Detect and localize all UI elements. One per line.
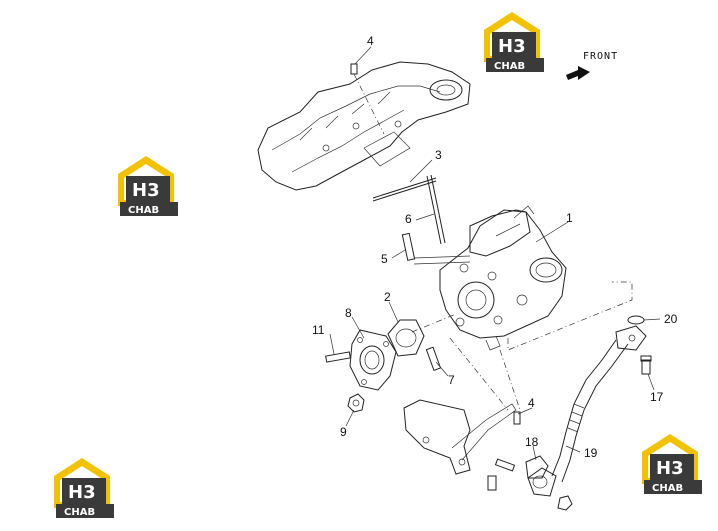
watermark-logo-bottom-left: H3 CHAB xyxy=(54,458,114,518)
stud-6 xyxy=(426,174,446,245)
callout-7: 7 xyxy=(448,373,455,387)
bolt-lower xyxy=(487,458,516,491)
stud-top xyxy=(350,63,385,135)
logo-brand: CHAB xyxy=(652,483,683,494)
callout-20: 20 xyxy=(664,312,678,326)
callout-4-lower: 4 xyxy=(528,396,535,410)
watermark-logo-top: H3 CHAB xyxy=(484,12,544,72)
alignment-lines xyxy=(411,281,633,411)
front-label: FRONT xyxy=(583,51,618,62)
stud-11 xyxy=(325,351,351,363)
callout-8: 8 xyxy=(345,306,352,320)
logo-mark: H3 xyxy=(498,36,526,57)
callout-6: 6 xyxy=(405,212,412,226)
callout-1: 1 xyxy=(566,211,573,225)
leader-lines xyxy=(329,46,661,461)
callout-2: 2 xyxy=(384,290,391,304)
gasket-18 xyxy=(525,455,549,479)
gasket xyxy=(387,319,425,357)
exhaust-manifold xyxy=(257,61,471,191)
logo-mark: H3 xyxy=(656,458,684,479)
bracket xyxy=(403,399,517,475)
logo-brand: CHAB xyxy=(128,205,159,216)
logo-mark: H3 xyxy=(68,482,96,503)
callout-19: 19 xyxy=(584,446,598,460)
callout-9: 9 xyxy=(340,425,347,439)
stud-5 xyxy=(401,232,416,261)
callout-4-top: 4 xyxy=(367,34,374,48)
callout-5: 5 xyxy=(381,252,388,266)
callout-17: 17 xyxy=(650,390,664,404)
callouts: 4 3 6 5 1 2 8 11 7 9 4 18 19 20 17 xyxy=(312,34,678,460)
stud-7 xyxy=(425,346,442,372)
front-indicator: FRONT xyxy=(566,51,618,80)
o-ring xyxy=(627,315,645,325)
watermark-logo-left: H3 CHAB xyxy=(118,156,178,216)
watermark-logo-bottom-right: H3 CHAB xyxy=(642,434,702,494)
bolt-17 xyxy=(640,355,652,375)
callout-3: 3 xyxy=(435,148,442,162)
flange xyxy=(349,329,397,391)
stud-lower xyxy=(513,411,521,425)
logo-brand: CHAB xyxy=(64,507,95,518)
callout-18: 18 xyxy=(525,435,539,449)
callout-11: 11 xyxy=(312,323,325,337)
logo-brand: CHAB xyxy=(494,61,525,72)
front-arrow-icon xyxy=(566,66,590,80)
nut xyxy=(347,393,365,413)
logo-mark: H3 xyxy=(132,180,160,201)
oil-pipe xyxy=(527,325,647,511)
turbocharger xyxy=(413,205,567,351)
rod xyxy=(372,177,437,202)
